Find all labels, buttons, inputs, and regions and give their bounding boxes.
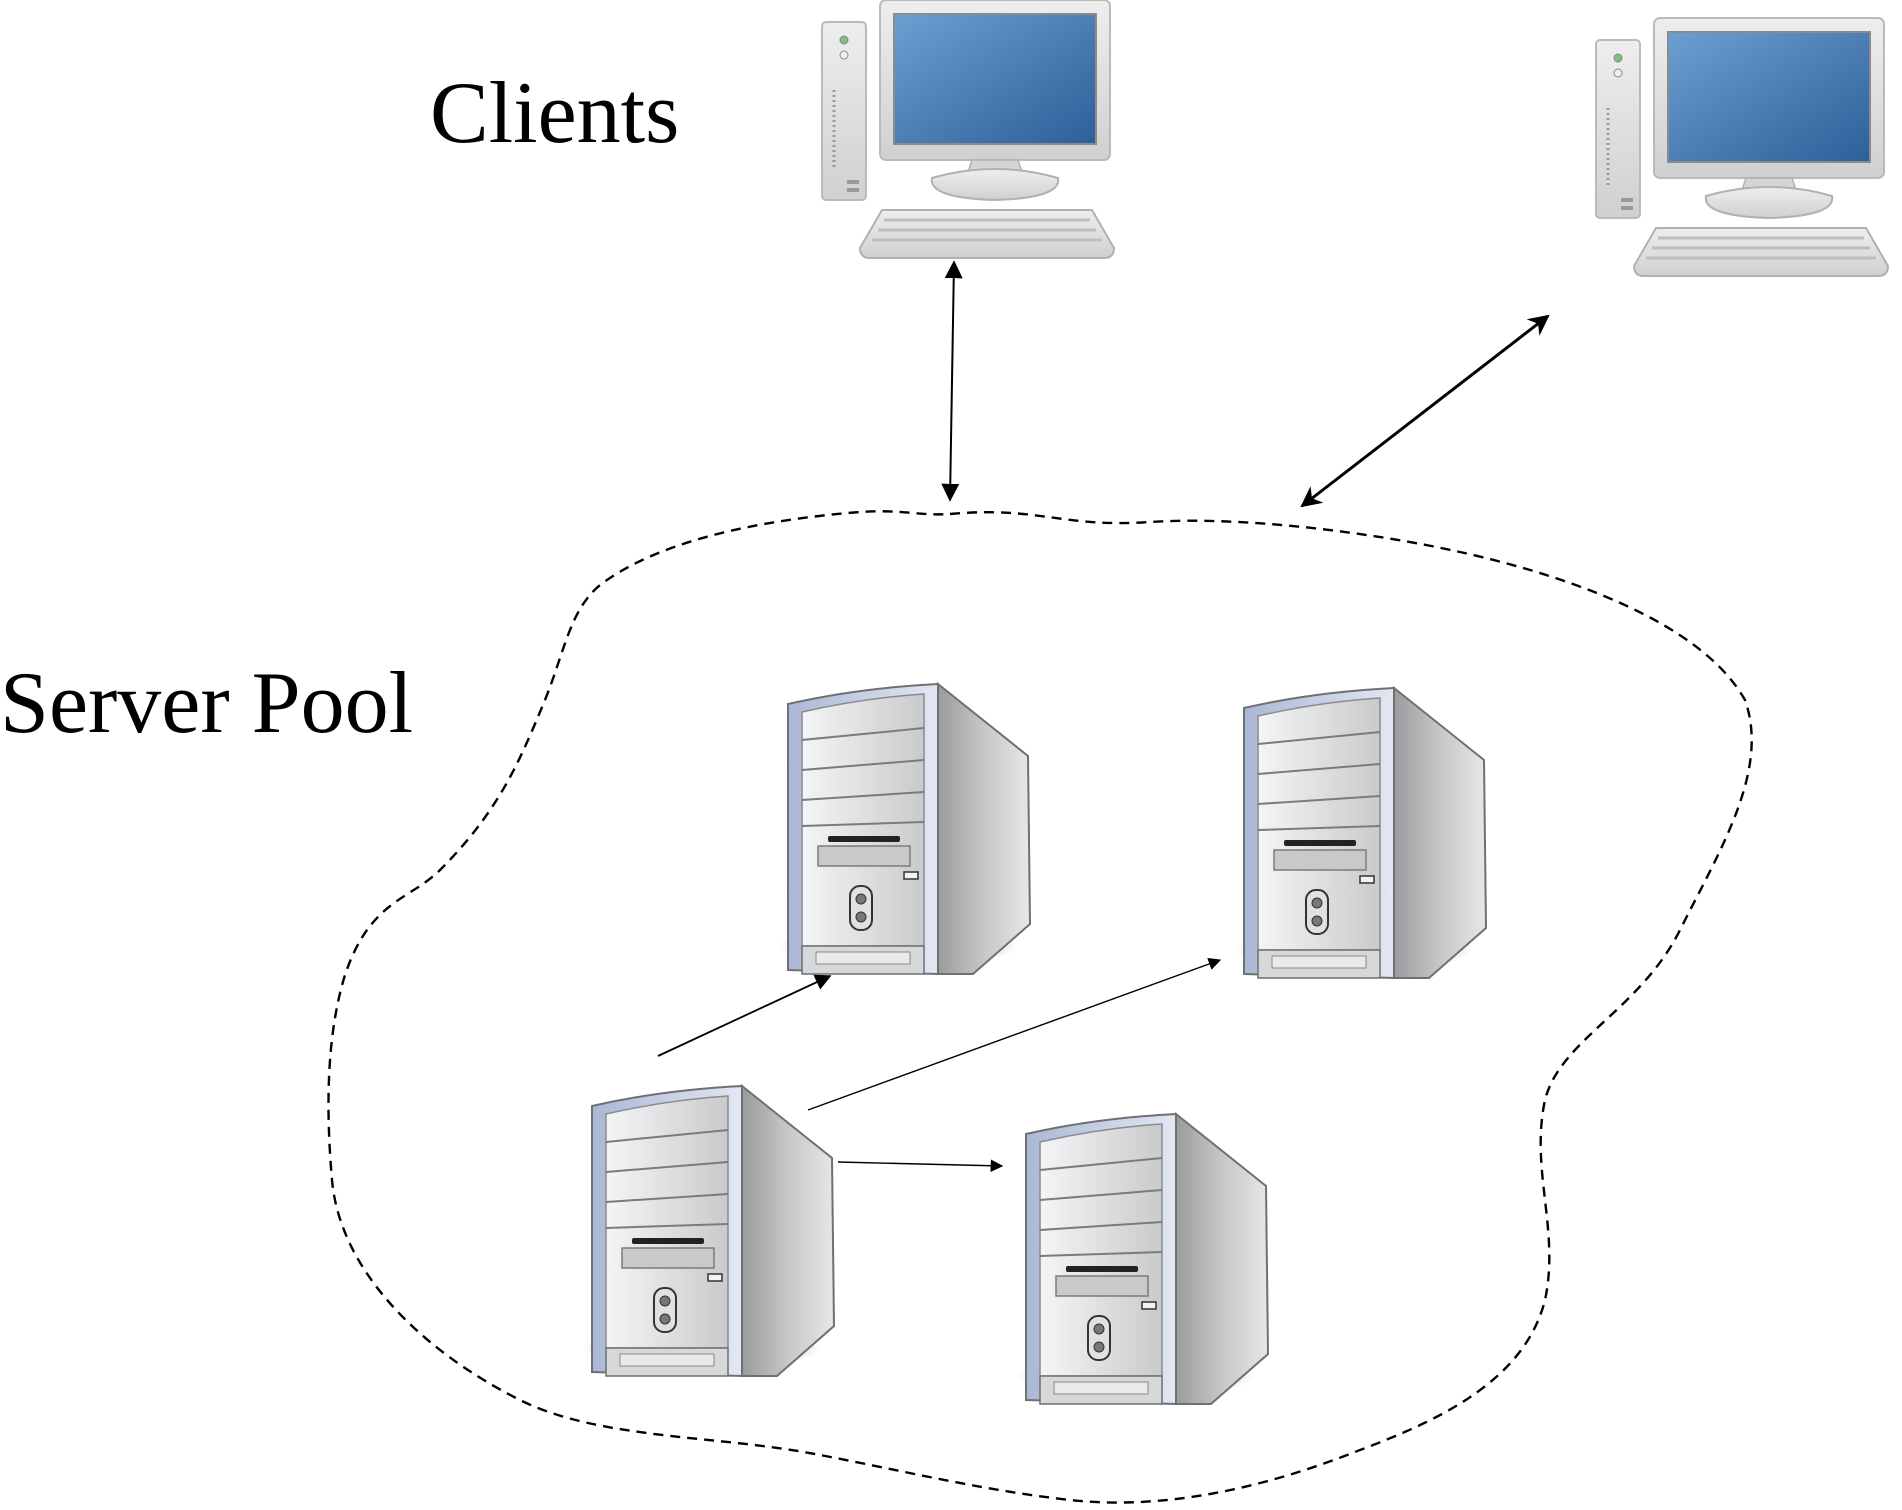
server-4 [1015,1113,1269,1405]
client-computer-1 [820,0,1116,260]
client-1-pool-arrow [941,260,963,502]
server-pool-label: Server Pool [0,655,414,752]
server-3 [581,1085,835,1377]
server-3-to-server-2-arrow [807,957,1222,1111]
server-3-to-server-1-arrow [657,974,832,1057]
client-2-pool-arrow [1300,314,1550,508]
server-2 [1233,687,1487,979]
client-computer-2 [1594,16,1890,278]
server-1 [777,683,1031,975]
server-pool-boundary [327,510,1753,1504]
clients-label: Clients [430,65,680,162]
server-3-to-server-4-arrow [837,1159,1004,1173]
